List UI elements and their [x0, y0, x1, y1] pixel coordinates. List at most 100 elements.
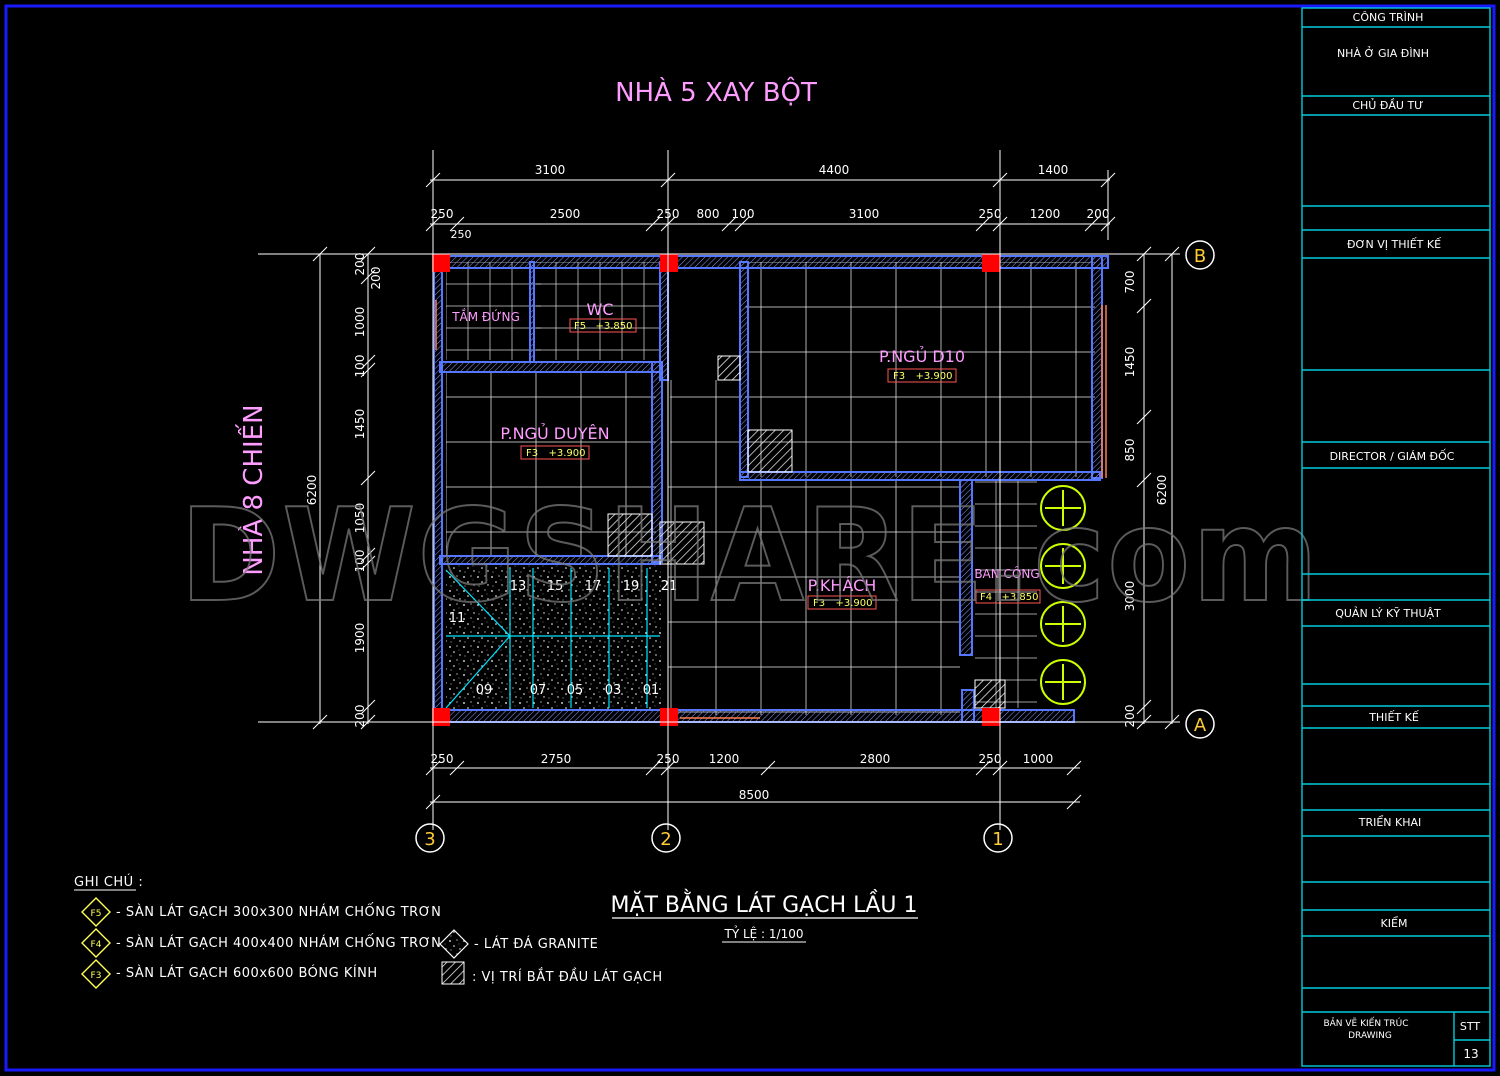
- dim-text: 1450: [353, 409, 367, 440]
- stair-step-number: 09: [476, 683, 493, 698]
- legend-item-f5: F5 - SÀN LÁT GẠCH 300x300 NHÁM CHỐNG TRƠ…: [81, 897, 441, 927]
- svg-text:- LÁT ĐÁ GRANITE: - LÁT ĐÁ GRANITE: [474, 936, 598, 952]
- dim-text: 200: [353, 253, 367, 276]
- room-name: P.NGỦ DUYÊN: [500, 423, 609, 443]
- dim-text: 250: [657, 207, 680, 221]
- room-name: WC: [587, 300, 614, 319]
- stair-step-number: 07: [530, 683, 547, 698]
- dim-text: 1000: [1023, 752, 1054, 766]
- stair-step-number: 05: [567, 683, 584, 698]
- tb-drawing-label-en: DRAWING: [1348, 1031, 1392, 1041]
- title-block-text: CÔNG TRÌNH NHÀ Ở GIA ĐÌNH CHỦ ĐẦU TƯ ĐƠN…: [1323, 11, 1480, 1061]
- top-dimensions: 3100 4400 1400 250 2500 250 800 100 3100…: [431, 163, 1110, 241]
- floor-code: F3: [813, 598, 825, 609]
- floor-level: +3.900: [915, 371, 952, 382]
- floor-tiles: [446, 262, 1095, 715]
- axis-bubble-1: 1: [983, 823, 1013, 853]
- left-dimensions: 200 200 1000 100 1450 1050 100 1900 200 …: [305, 253, 383, 728]
- dim-text: 800: [697, 207, 720, 221]
- tb-tech-manager-label: QUẢN LÝ KỸ THUẬT: [1335, 606, 1441, 620]
- floor-level: +3.900: [548, 448, 585, 459]
- tb-stt-value: 13: [1463, 1047, 1478, 1061]
- room-name: P.NGỦ D10: [879, 346, 965, 366]
- tb-develop-label: TRIỂN KHAI: [1358, 815, 1422, 829]
- svg-text:F3: F3: [91, 971, 102, 981]
- tb-stt-label: STT: [1460, 1020, 1481, 1033]
- svg-text:B: B: [1194, 246, 1206, 267]
- tb-check-label: KIỂM: [1381, 916, 1408, 930]
- svg-text:2: 2: [660, 829, 671, 850]
- tb-project-label: CÔNG TRÌNH: [1353, 11, 1424, 24]
- tb-investor-label: CHỦ ĐẦU TƯ: [1352, 98, 1423, 112]
- svg-text:: VỊ TRÍ BẮT ĐẦU LÁT GẠCH: : VỊ TRÍ BẮT ĐẦU LÁT GẠCH: [472, 968, 663, 985]
- dimension-lines: [258, 150, 1180, 830]
- bottom-dimensions: 250 2750 250 1200 2800 250 1000 8500: [431, 752, 1054, 802]
- svg-text:A: A: [1194, 715, 1207, 736]
- dim-text: 1200: [709, 752, 740, 766]
- floor-code: F3: [526, 448, 538, 459]
- dim-text: 3100: [535, 163, 566, 177]
- dim-text: 250: [979, 752, 1002, 766]
- room-name: TẮM ĐỨNG: [451, 308, 520, 324]
- dim-text: 2500: [550, 207, 581, 221]
- svg-text:3: 3: [424, 829, 435, 850]
- title-top: NHÀ 5 XAY BỘT: [615, 76, 817, 108]
- floor-level: +3.900: [835, 598, 872, 609]
- floor-code: F5: [574, 321, 586, 332]
- floor-level: +3.850: [1001, 592, 1038, 603]
- tb-designer-label: ĐƠN VỊ THIẾT KẾ: [1347, 237, 1441, 251]
- stair: [445, 568, 660, 709]
- stair-step-number: 21: [661, 579, 678, 594]
- dim-text: 250: [431, 752, 454, 766]
- dim-text: 250: [657, 752, 680, 766]
- balcony-plants: [1040, 485, 1086, 705]
- dim-text: 250: [979, 207, 1002, 221]
- svg-text:F5: F5: [91, 909, 102, 919]
- dim-text: 100: [353, 550, 367, 573]
- floor-code: F3: [893, 371, 905, 382]
- dim-text: 3000: [1123, 581, 1137, 612]
- dim-text: 100: [732, 207, 755, 221]
- dim-text: 2800: [860, 752, 891, 766]
- dim-text: 250: [451, 228, 472, 241]
- stair-numbers: 13 15 17 19 21 11 09 07 05 03 01: [449, 579, 678, 698]
- dim-text: 6200: [305, 475, 319, 506]
- dim-text: 1450: [1123, 347, 1137, 378]
- dim-text: 6200: [1155, 475, 1169, 506]
- room-labels: TẮM ĐỨNG WC F5 +3.850 P.NGỦ D10 F3 +3.90…: [451, 300, 1041, 610]
- dim-text: 3100: [849, 207, 880, 221]
- legend-item-f3: F3 - SÀN LÁT GẠCH 600x600 BÓNG KÍNH: [81, 959, 378, 989]
- dim-text: 1050: [353, 503, 367, 534]
- svg-text:- SÀN LÁT GẠCH 600x600 BÓNG KÍ: - SÀN LÁT GẠCH 600x600 BÓNG KÍNH: [116, 965, 378, 981]
- stair-step-number: 19: [623, 579, 640, 594]
- axis-markers: 3 2 1 B A: [415, 240, 1215, 853]
- dim-text: 200: [1087, 207, 1110, 221]
- side-label: NHÀ 8 CHIẾN: [234, 404, 269, 575]
- tb-project-value: NHÀ Ở GIA ĐÌNH: [1337, 46, 1429, 60]
- right-dimensions: 700 1450 850 3000 200 6200: [1123, 271, 1169, 728]
- dim-text: 850: [1123, 439, 1137, 462]
- room-name: BAN CÔNG: [974, 566, 1039, 581]
- axis-bubble-B: B: [1185, 240, 1215, 270]
- legend-item-start: : VỊ TRÍ BẮT ĐẦU LÁT GẠCH: [441, 961, 663, 985]
- dim-text: 250: [431, 207, 454, 221]
- dim-text: 1200: [1030, 207, 1061, 221]
- sheet-border: [4, 4, 1496, 1072]
- dim-text: 700: [1123, 271, 1137, 294]
- tile-start-markers: [607, 355, 1006, 709]
- dim-text: 1900: [353, 623, 367, 654]
- title-block: [1301, 7, 1491, 1067]
- axis-bubble-3: 3: [415, 823, 445, 853]
- dim-text: 200: [353, 705, 367, 728]
- room-name: P.KHÁCH: [808, 576, 877, 595]
- dim-text: 1400: [1038, 163, 1069, 177]
- watermark: DWGSHARE.com: [180, 482, 1320, 631]
- svg-text:F4: F4: [91, 940, 102, 950]
- windows: [435, 300, 1107, 719]
- legend-notes: GHI CHÚ : F5 - SÀN LÁT GẠCH 300x300 NHÁM…: [74, 874, 663, 989]
- stair-step-number: 13: [510, 579, 527, 594]
- floor-level: +3.850: [595, 321, 632, 332]
- stair-step-number: 11: [449, 611, 466, 626]
- plan-title: MẶT BẰNG LÁT GẠCH LẦU 1: [610, 889, 917, 918]
